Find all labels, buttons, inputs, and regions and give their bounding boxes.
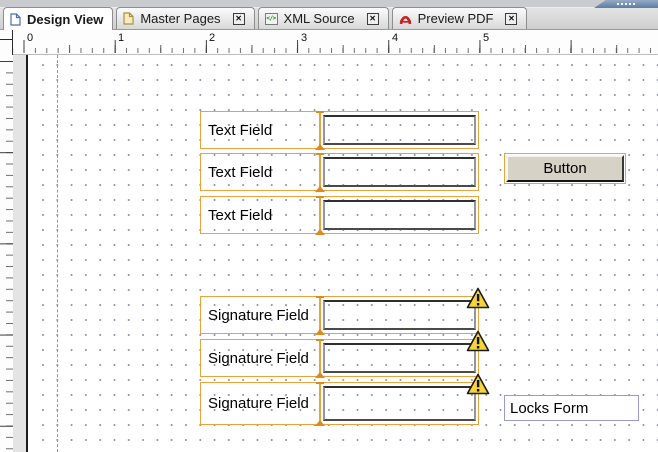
xml-code-icon: </> <box>264 12 278 25</box>
caption-split-handle[interactable] <box>315 111 325 150</box>
text-field-input-area <box>323 157 476 187</box>
text-field-object[interactable]: Text Field <box>200 196 479 235</box>
signature-field-object[interactable]: Signature Field <box>200 287 490 335</box>
document-icon <box>10 12 21 26</box>
tab-xml-source[interactable]: </> XML Source ✕ <box>257 7 389 29</box>
locks-form-field[interactable]: Locks Form <box>504 395 639 421</box>
caption-split-handle[interactable] <box>315 339 325 378</box>
panel-grip-handle[interactable] <box>594 0 658 8</box>
ruler-label: 1 <box>118 32 125 44</box>
text-field-object[interactable]: Text Field <box>200 111 479 150</box>
caption-split-handle[interactable] <box>315 296 325 335</box>
signature-field-object[interactable]: Signature Field <box>200 330 490 378</box>
design-canvas[interactable] <box>30 55 658 452</box>
margin-guide-line <box>57 55 58 452</box>
warning-icon[interactable] <box>466 287 490 309</box>
tab-label: Master Pages <box>140 11 221 26</box>
tab-master-pages[interactable]: Master Pages ✕ <box>116 7 255 29</box>
text-field-object[interactable]: Text Field <box>200 153 479 192</box>
tab-label: XML Source <box>283 11 355 26</box>
document-icon <box>123 12 134 25</box>
horizontal-ruler: 0 1 2 3 4 5 <box>13 30 658 55</box>
field-caption: Text Field <box>208 206 273 224</box>
button-object[interactable]: Button <box>504 153 626 184</box>
tab-preview-pdf[interactable]: Preview PDF ✕ <box>391 7 528 29</box>
field-caption: Text Field <box>208 163 273 181</box>
field-caption: Text Field <box>208 121 273 139</box>
view-tab-bar: Design View Master Pages ✕ </> XML Sourc… <box>0 7 658 30</box>
caption-split-handle[interactable] <box>315 196 325 235</box>
tab-label: Preview PDF <box>417 11 494 26</box>
ruler-label: 3 <box>301 32 308 44</box>
signature-input-area <box>323 386 476 421</box>
ruler-label: 5 <box>483 32 490 44</box>
page-edge-strip <box>13 55 28 452</box>
grip-dots-icon <box>617 3 619 5</box>
design-workspace: Text Field Text Field Text Field Button … <box>0 55 658 452</box>
button-face: Button <box>506 155 624 182</box>
warning-icon[interactable] <box>466 330 490 352</box>
field-caption: Signature Field <box>208 306 309 324</box>
tab-design-view[interactable]: Design View <box>3 7 114 30</box>
text-field-input-area <box>323 200 476 230</box>
ruler-label: 4 <box>392 32 399 44</box>
field-caption: Signature Field <box>208 349 309 367</box>
caption-split-handle[interactable] <box>315 382 325 426</box>
text-field-input-area <box>323 115 476 145</box>
vertical-ruler <box>0 55 13 452</box>
signature-input-area <box>323 343 476 373</box>
warning-icon[interactable] <box>466 373 490 395</box>
caption-split-handle[interactable] <box>315 153 325 192</box>
close-icon[interactable]: ✕ <box>505 12 518 25</box>
close-icon[interactable]: ✕ <box>232 12 245 25</box>
ruler-label: 2 <box>209 32 216 44</box>
pdf-icon <box>399 12 412 25</box>
field-caption: Signature Field <box>208 395 309 412</box>
tab-label: Design View <box>27 11 104 27</box>
signature-field-object[interactable]: Signature Field <box>200 373 490 426</box>
ruler-label: 0 <box>27 32 34 44</box>
ruler-corner <box>0 30 13 55</box>
close-icon[interactable]: ✕ <box>366 12 379 25</box>
signature-input-area <box>323 300 476 330</box>
